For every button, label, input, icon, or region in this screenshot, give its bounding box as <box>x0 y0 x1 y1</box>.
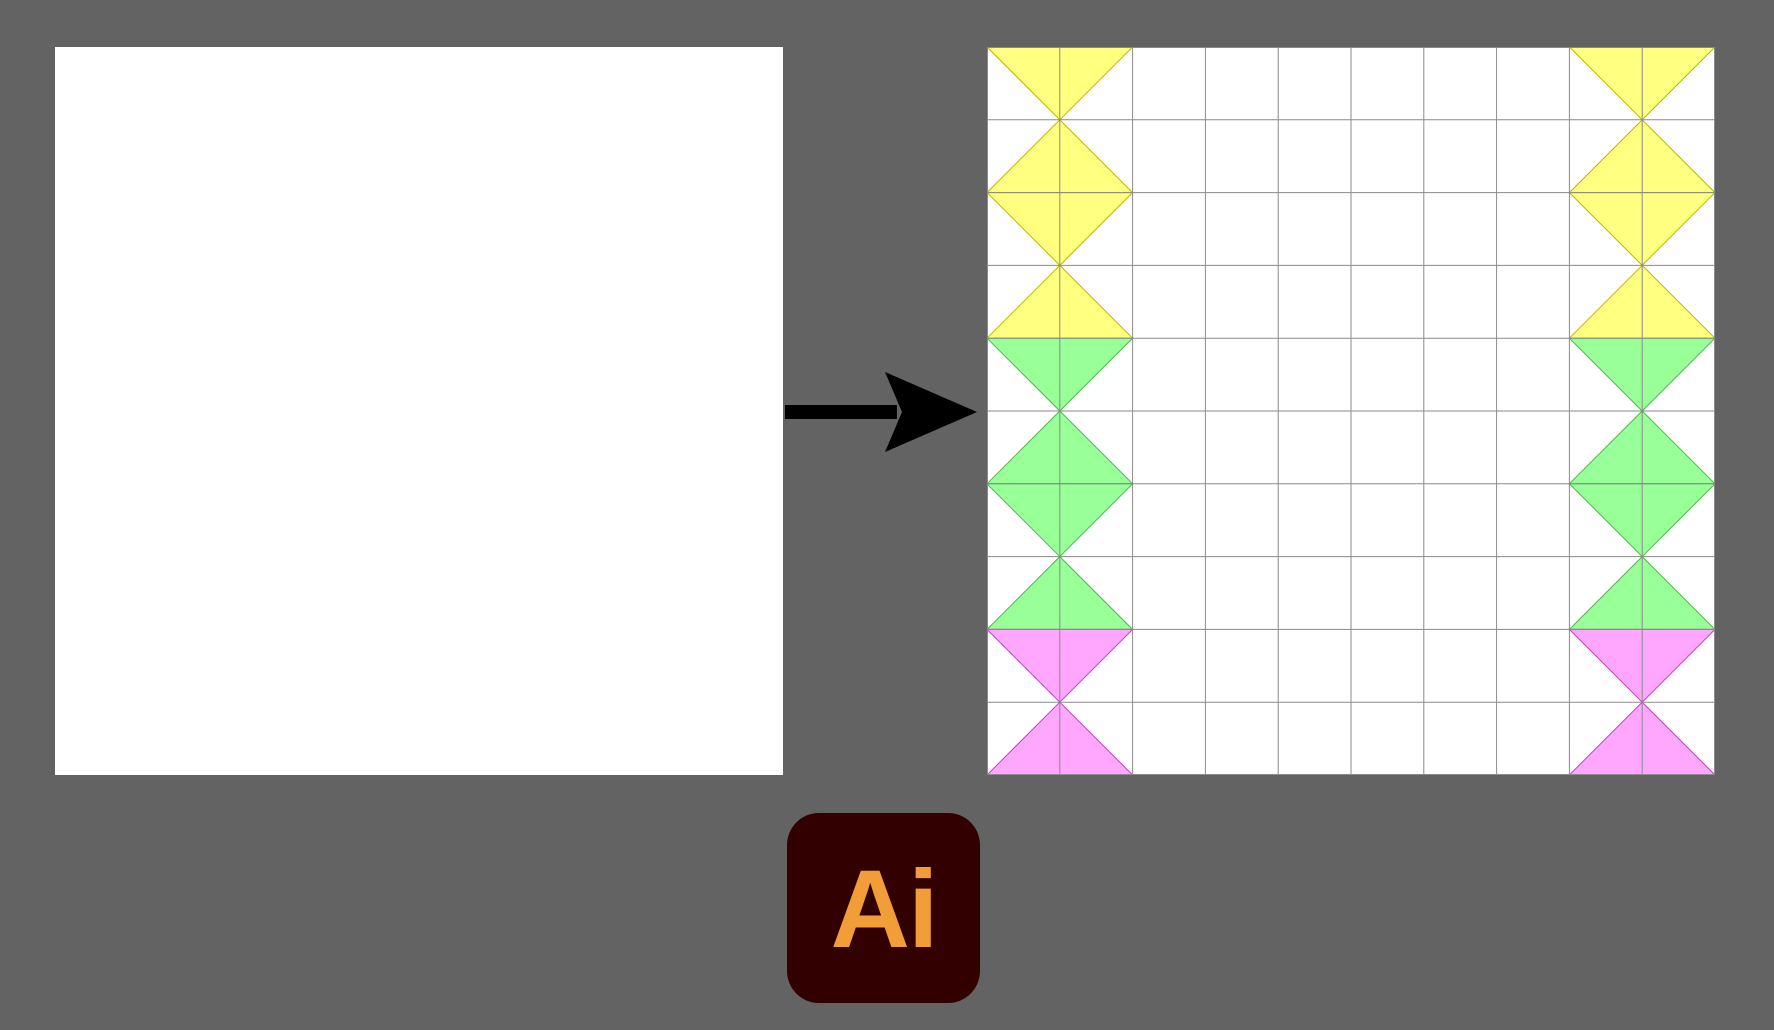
blank-artboard[interactable] <box>55 47 783 775</box>
app-logo-label: Ai <box>830 848 939 971</box>
triangle-pattern-grid <box>987 47 1715 775</box>
right-arrow-icon <box>785 372 977 452</box>
illustrator-app-logo: Ai <box>787 813 980 1003</box>
pattern-artboard[interactable] <box>987 47 1715 775</box>
